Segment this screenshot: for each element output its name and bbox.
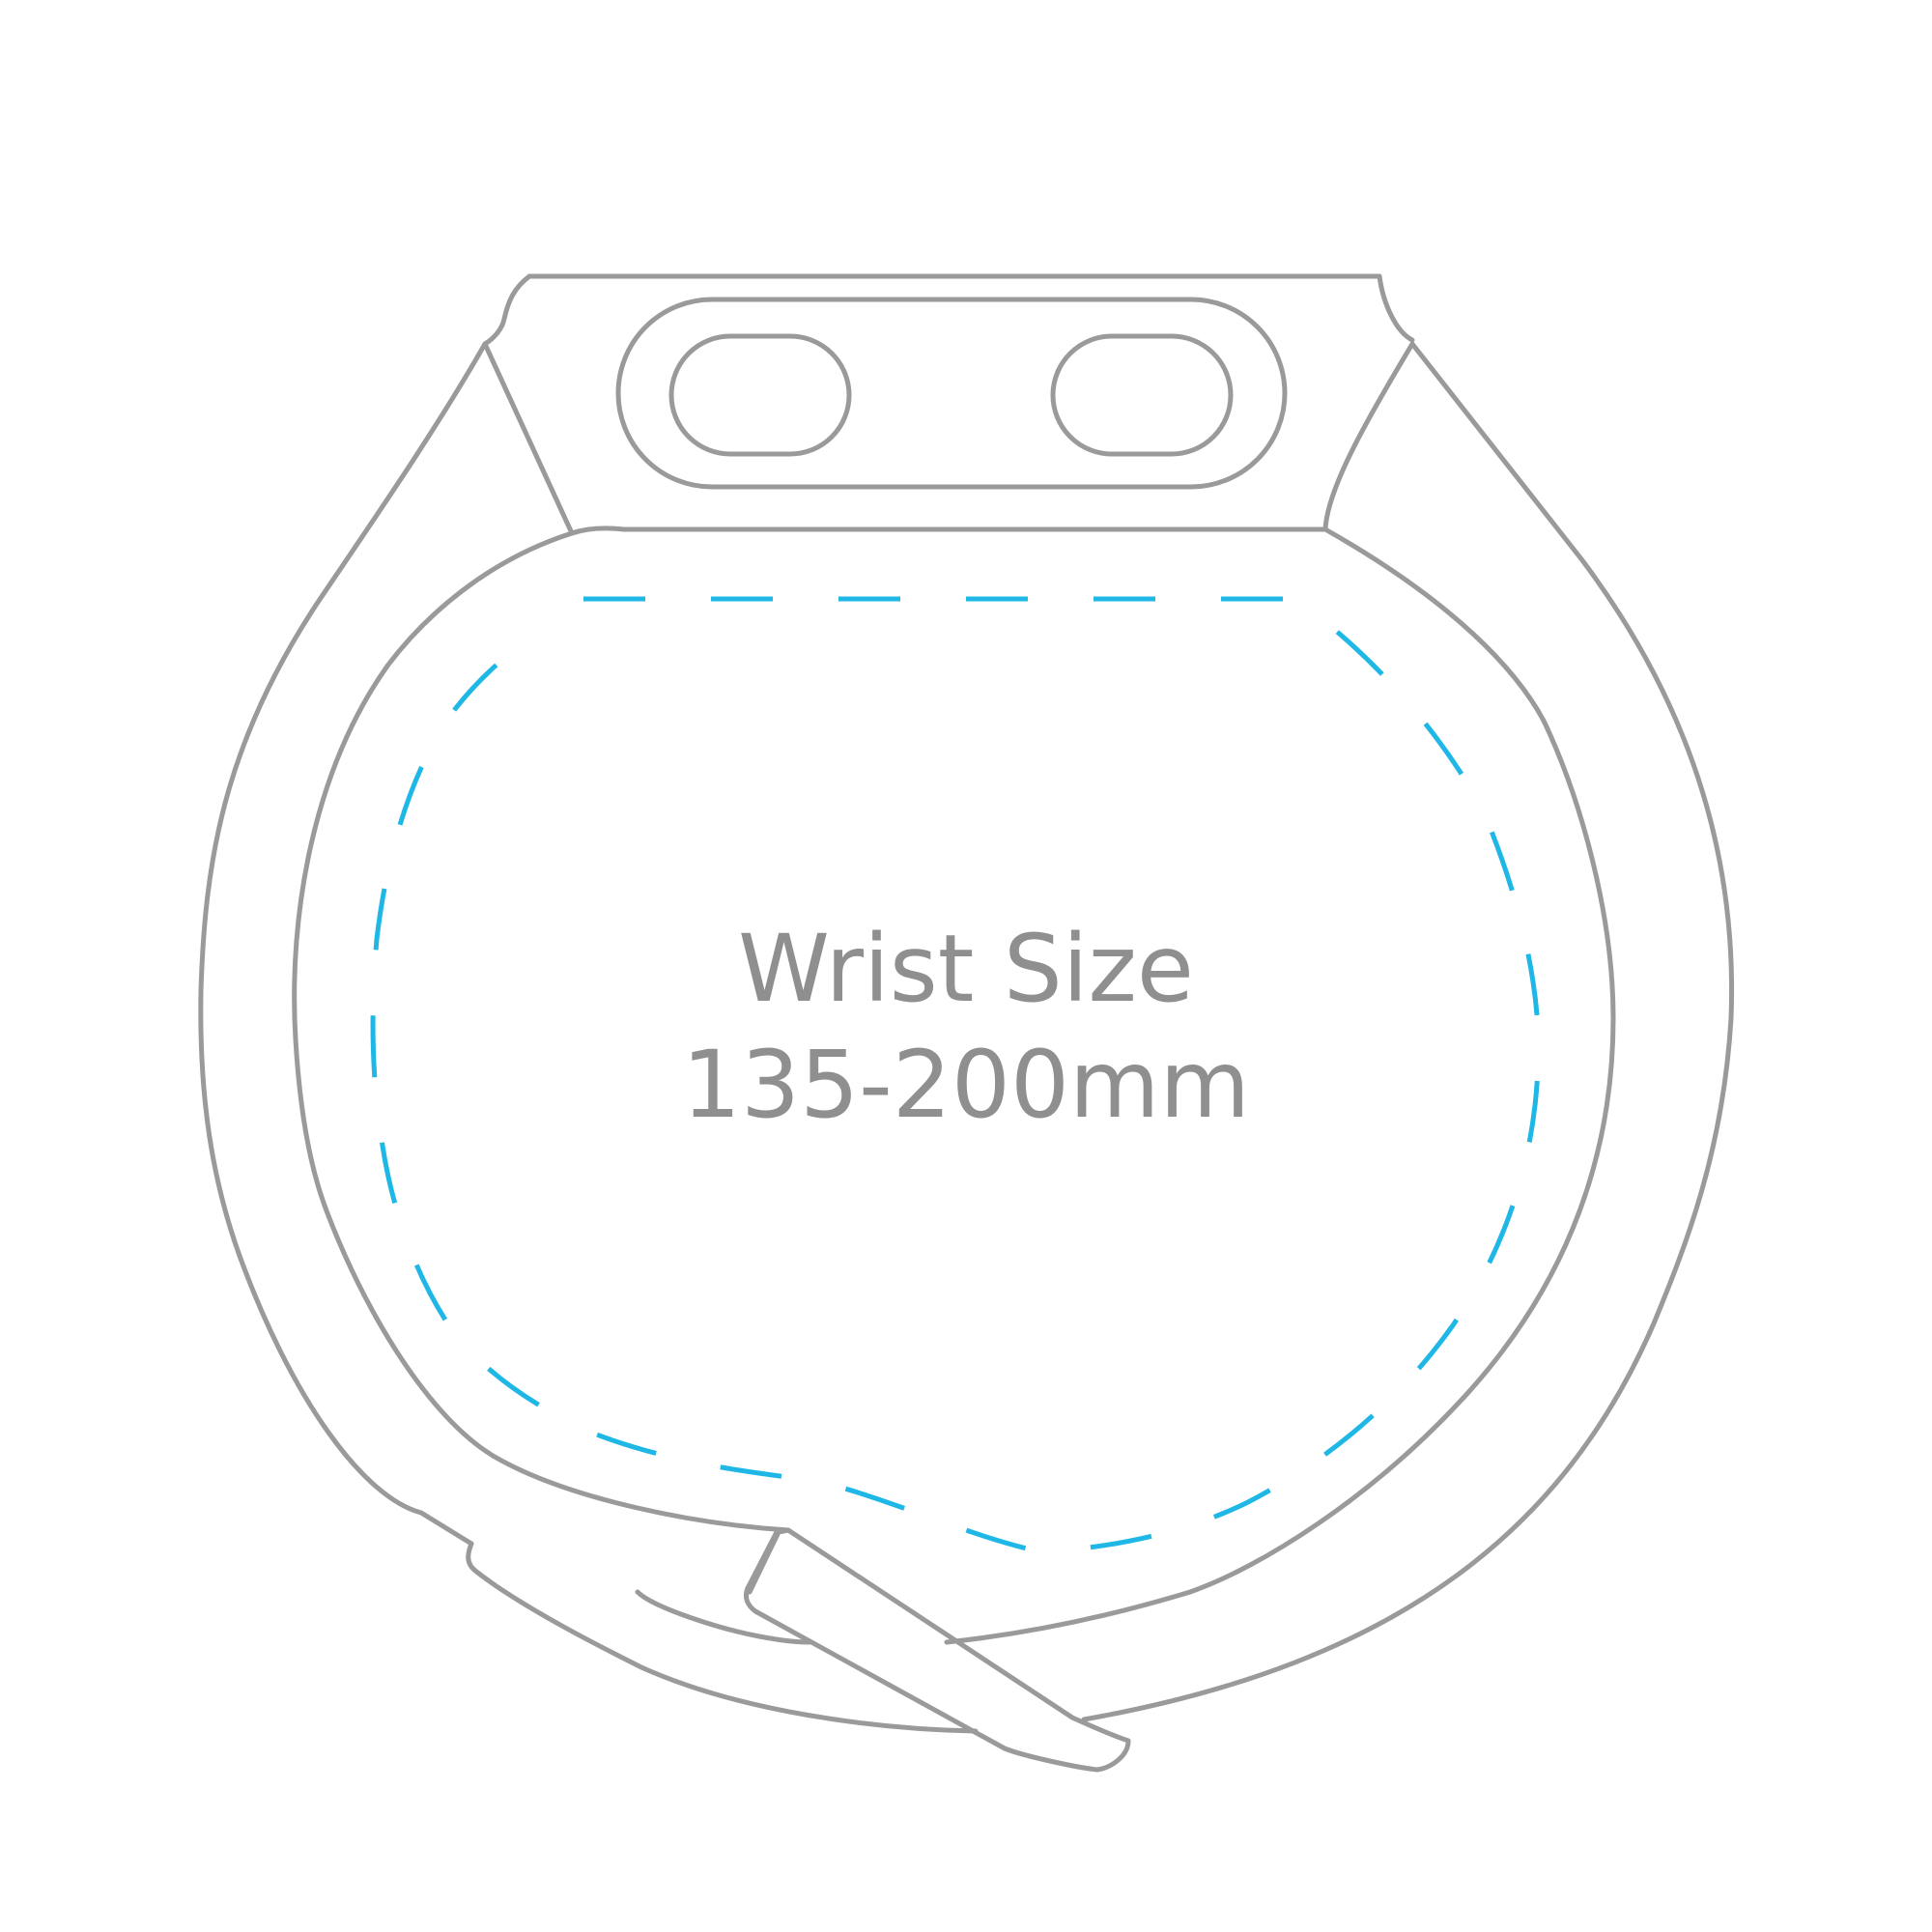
device-top-plate: [526, 273, 1415, 343]
device-bottom-edge: [569, 526, 1328, 536]
strap-outer: [198, 341, 1735, 1722]
strap-keeper-inner: [635, 1589, 812, 1645]
strap-inner-right: [944, 526, 1616, 1645]
device-left-side: [482, 341, 575, 536]
fitness-band-device-icon: [482, 273, 1415, 536]
strap-keeper: [466, 1541, 979, 1734]
sensor-right: [1050, 333, 1234, 457]
device-top-plate-left-edge: [482, 273, 532, 347]
measurement-dashed-path: [370, 596, 1542, 1554]
strap-tip: [743, 1527, 1131, 1773]
sensor-left: [668, 333, 852, 457]
wrist-strap-icon: [198, 341, 1735, 1773]
strap-tip-fold: [747, 1527, 791, 1595]
sensor-housing: [615, 297, 1288, 490]
dashed-wrist-circumference-icon: [370, 596, 1542, 1554]
strap-inner: [292, 530, 791, 1533]
wrist-size-label: Wrist Size: [738, 915, 1194, 1023]
wrist-size-range: 135-200mm: [682, 1031, 1250, 1139]
device-right-side: [1322, 341, 1415, 532]
